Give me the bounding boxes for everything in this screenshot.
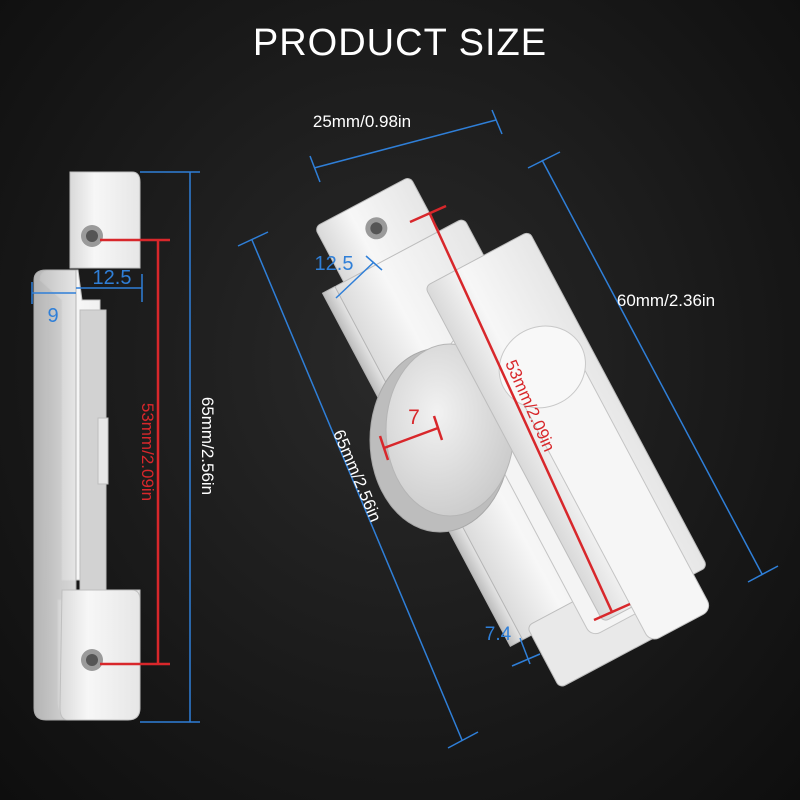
bottom-step-label: 7.4 (485, 624, 512, 645)
cam-offset-line (378, 415, 444, 461)
lock-width-line (309, 109, 503, 183)
cam-offset-label: 7 (408, 406, 420, 429)
keeper-width-top-label: 12.5 (93, 267, 132, 289)
keeper-hole-spacing-label: 53mm/2.09in (138, 403, 157, 501)
keeper-hole-spacing-line (100, 238, 170, 666)
lock-top-hole-icon (365, 217, 388, 240)
keeper-length-label: 65mm/2.56in (198, 397, 217, 495)
lock-width-label: 25mm/0.98in (313, 112, 411, 131)
top-hole-icon (81, 225, 103, 247)
lock-hole-spacing-line (409, 204, 631, 622)
page-title: PRODUCT SIZE (252, 22, 548, 64)
keeper-part: 53mm/2.09in 65mm/2.56in 12.5 9 (31, 171, 217, 723)
keeper-width-body-label: 9 (47, 305, 58, 327)
bottom-hole-icon (81, 649, 103, 671)
keeper-width-top-line (76, 274, 143, 302)
lock-height-line (527, 151, 779, 583)
lock-length-line (237, 231, 479, 749)
lock-part: 53mm/2.09in 25mm/0.98in 60mm/2.36in (237, 109, 779, 749)
lock-height-label: 60mm/2.36in (617, 291, 715, 310)
bottom-step-line (511, 637, 541, 667)
lock-side-width-line (335, 255, 383, 299)
keeper-width-body-line (31, 282, 76, 304)
lock-side-width-label: 12.5 (315, 253, 354, 275)
keeper-length-line (140, 171, 200, 723)
